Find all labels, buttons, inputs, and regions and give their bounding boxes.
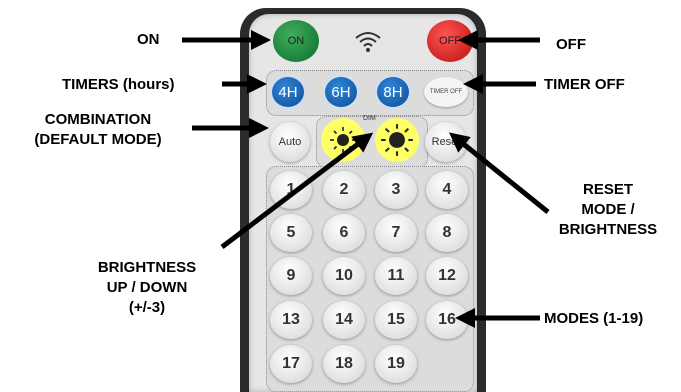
mode-button-2[interactable]: 2 bbox=[323, 171, 365, 209]
mode-button-17[interactable]: 17 bbox=[270, 345, 312, 383]
remote-control: ON OFF 4H 6H 8H TIMER OFF Auto bbox=[240, 8, 486, 392]
mode-label: 6 bbox=[339, 224, 349, 241]
mode-button-8[interactable]: 8 bbox=[426, 214, 468, 252]
timer-6h-label: 6H bbox=[331, 83, 351, 101]
auto-button[interactable]: Auto bbox=[270, 122, 310, 162]
off-button-label: OFF bbox=[439, 35, 461, 47]
label-on: ON bbox=[137, 31, 160, 48]
arrow-reset bbox=[448, 132, 550, 214]
mode-label: 19 bbox=[387, 355, 405, 372]
mode-label: 8 bbox=[442, 224, 452, 241]
mode-label: 7 bbox=[391, 224, 401, 241]
mode-label: 5 bbox=[286, 224, 296, 241]
mode-label: 17 bbox=[282, 355, 300, 372]
label-brightness: BRIGHTNESS UP / DOWN (+/-3) bbox=[82, 258, 212, 318]
label-brightness-line1: BRIGHTNESS bbox=[97, 259, 197, 276]
brightness-sun-icon bbox=[381, 124, 413, 156]
mode-label: 11 bbox=[387, 267, 405, 284]
timer-8h-button[interactable]: 8H bbox=[375, 75, 411, 109]
mode-label: 12 bbox=[438, 267, 456, 284]
label-reset-line1: RESET bbox=[582, 181, 633, 198]
mode-button-9[interactable]: 9 bbox=[270, 257, 312, 295]
mode-button-10[interactable]: 10 bbox=[323, 257, 365, 295]
mode-label: 4 bbox=[442, 181, 452, 198]
label-brightness-line3: (+/-3) bbox=[128, 299, 166, 316]
arrow-brightness bbox=[220, 132, 374, 249]
timer-4h-label: 4H bbox=[278, 83, 298, 101]
mode-button-19[interactable]: 19 bbox=[375, 345, 417, 383]
mode-button-14[interactable]: 14 bbox=[323, 301, 365, 339]
label-combination-line2: (DEFAULT MODE) bbox=[34, 131, 162, 148]
label-off: OFF bbox=[556, 36, 586, 53]
mode-label: 9 bbox=[286, 267, 296, 284]
mode-button-13[interactable]: 13 bbox=[270, 301, 312, 339]
mode-button-15[interactable]: 15 bbox=[375, 301, 417, 339]
mode-label: 10 bbox=[335, 267, 353, 284]
label-reset-line2: MODE / bbox=[581, 201, 635, 218]
brightness-up-button[interactable] bbox=[375, 118, 419, 162]
mode-button-6[interactable]: 6 bbox=[323, 214, 365, 252]
mode-button-5[interactable]: 5 bbox=[270, 214, 312, 252]
mode-label: 13 bbox=[282, 311, 300, 328]
mode-button-18[interactable]: 18 bbox=[323, 345, 365, 383]
mode-label: 1 bbox=[286, 181, 296, 198]
timer-6h-button[interactable]: 6H bbox=[323, 75, 359, 109]
mode-button-11[interactable]: 11 bbox=[375, 257, 417, 295]
mode-label: 18 bbox=[335, 355, 353, 372]
mode-label: 15 bbox=[387, 311, 405, 328]
label-timer-off: TIMER OFF bbox=[544, 76, 625, 93]
label-combination: COMBINATION (DEFAULT MODE) bbox=[8, 110, 188, 150]
label-reset-line3: BRIGHTNESS bbox=[558, 221, 658, 238]
timer-off-label: TIMER OFF bbox=[429, 89, 463, 95]
mode-label: 14 bbox=[335, 311, 353, 328]
label-brightness-line2: UP / DOWN bbox=[106, 279, 188, 296]
on-button[interactable]: ON bbox=[273, 20, 319, 62]
label-timers: TIMERS (hours) bbox=[62, 76, 175, 93]
mode-button-12[interactable]: 12 bbox=[426, 257, 468, 295]
auto-label: Auto bbox=[278, 136, 302, 148]
wifi-icon bbox=[355, 32, 381, 52]
mode-label: 2 bbox=[339, 181, 349, 198]
timer-8h-label: 8H bbox=[383, 83, 403, 101]
timer-off-button[interactable]: TIMER OFF bbox=[424, 77, 468, 107]
label-modes: MODES (1-19) bbox=[544, 310, 644, 327]
mode-button-4[interactable]: 4 bbox=[426, 171, 468, 209]
remote-face: ON OFF 4H 6H 8H TIMER OFF Auto bbox=[249, 14, 477, 392]
dim-label: DIM bbox=[363, 115, 376, 122]
timer-4h-button[interactable]: 4H bbox=[270, 75, 306, 109]
label-reset: RESET MODE / BRIGHTNESS bbox=[548, 180, 668, 240]
mode-label: 16 bbox=[438, 311, 456, 328]
label-combination-line1: COMBINATION bbox=[44, 111, 152, 128]
mode-button-3[interactable]: 3 bbox=[375, 171, 417, 209]
mode-button-7[interactable]: 7 bbox=[375, 214, 417, 252]
on-button-label: ON bbox=[287, 35, 305, 47]
mode-label: 3 bbox=[391, 181, 401, 198]
